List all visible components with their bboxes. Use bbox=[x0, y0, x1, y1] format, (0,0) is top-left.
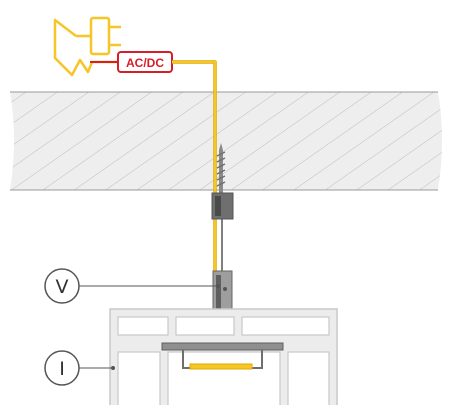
screw-anchor-icon bbox=[211, 143, 234, 220]
aluminium-profile bbox=[109, 308, 338, 405]
led-strip bbox=[189, 363, 253, 370]
ceiling-slab bbox=[10, 91, 442, 191]
mains-cable bbox=[53, 18, 118, 77]
converter-badge: AC/DC bbox=[117, 51, 173, 73]
callout-profile: I bbox=[44, 350, 115, 386]
callout-suspension: V bbox=[44, 268, 220, 304]
converter-label: AC/DC bbox=[126, 56, 164, 70]
callout-label-v: V bbox=[56, 276, 69, 298]
callout-label-i: I bbox=[59, 358, 65, 380]
plug-icon bbox=[76, 16, 121, 56]
